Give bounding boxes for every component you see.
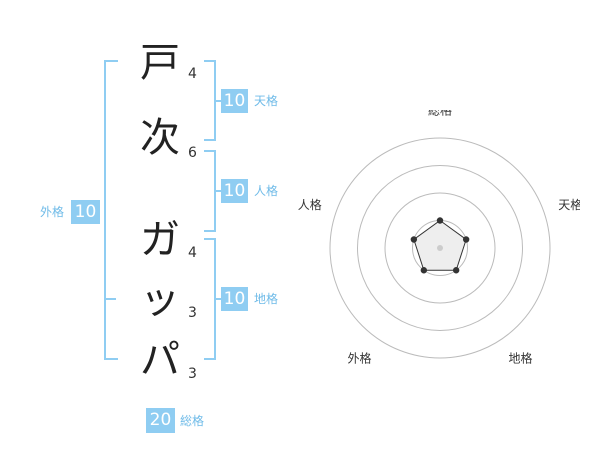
- stroke-count-1: 4: [188, 66, 197, 82]
- chikaku-connector: [214, 298, 221, 300]
- gaikaku-divider: [104, 298, 116, 300]
- soukaku-value-box: 20: [146, 408, 175, 433]
- name-char-2: 次: [140, 115, 180, 161]
- stroke-count-3: 4: [188, 245, 197, 261]
- radar-data-point: [410, 236, 418, 243]
- tenkaku-value-box: 10: [221, 89, 248, 113]
- soukaku-label: 総格: [180, 414, 205, 428]
- name-char-1: 戸: [140, 40, 180, 86]
- radar-center-dot: [437, 245, 443, 251]
- name-char-3: ガ: [140, 217, 180, 263]
- name-char-4: ッ: [140, 277, 180, 323]
- radar-data-point: [436, 217, 444, 224]
- stroke-count-4: 3: [188, 305, 197, 321]
- gaikaku-bracket: [104, 60, 118, 360]
- radar-data-point: [462, 236, 470, 243]
- radar-data-point: [452, 267, 460, 274]
- jinkaku-value-box: 10: [221, 179, 248, 203]
- tenkaku-connector: [214, 100, 221, 102]
- stroke-count-5: 3: [188, 366, 197, 382]
- radar-ring: [357, 165, 523, 331]
- chikaku-value-box: 10: [221, 287, 248, 311]
- radar-axis-label: 総格: [428, 110, 452, 118]
- name-char-5: パ: [140, 337, 180, 383]
- gaikaku-value-box: 10: [71, 200, 100, 224]
- radar-ring: [329, 137, 551, 359]
- jinkaku-label: 人格: [254, 184, 279, 198]
- chikaku-label: 地格: [254, 292, 279, 306]
- radar-ring: [384, 192, 496, 304]
- radar-data-point: [420, 267, 428, 274]
- tenkaku-label: 天格: [254, 94, 279, 108]
- radar-axis-label: 天格: [558, 197, 580, 212]
- radar-axis-label: 外格: [347, 350, 371, 365]
- radar-axis-label: 地格: [509, 350, 533, 365]
- stroke-count-2: 6: [188, 145, 197, 161]
- gaikaku-label: 外格: [40, 205, 65, 219]
- radar-axis-label: 人格: [298, 197, 322, 212]
- jinkaku-connector: [214, 190, 221, 192]
